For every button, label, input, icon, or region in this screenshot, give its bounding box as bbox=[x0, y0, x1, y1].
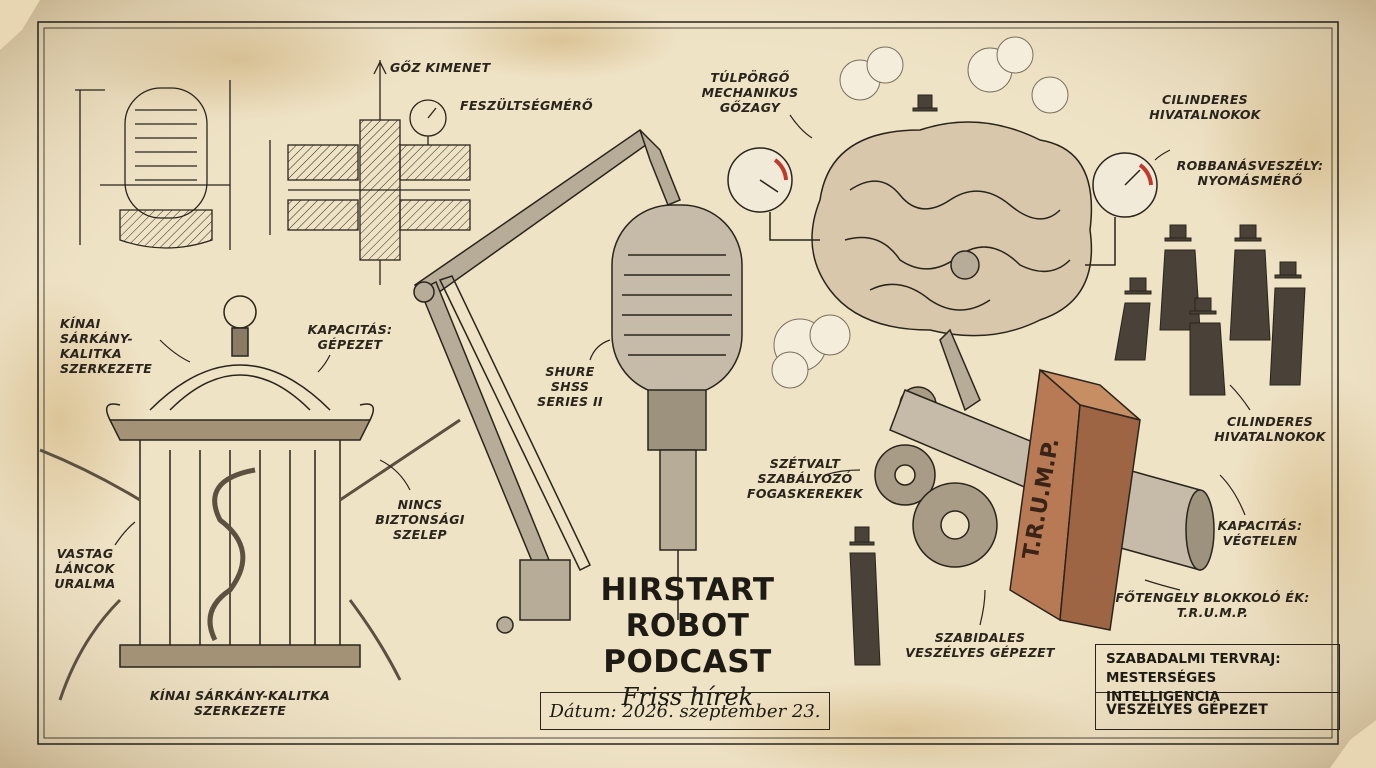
top-hat-officials bbox=[849, 94, 1306, 666]
steam-brain bbox=[811, 121, 1093, 412]
label-capacity-infinite: KAPACITÁS: VÉGTELEN bbox=[1217, 518, 1303, 548]
label-explosion-gauge: ROBBANÁSVESZÉLY: NYOMÁSMÉRŐ bbox=[1176, 158, 1324, 188]
label-top-hat-officials-top: CILINDERES HIVATALNOKOK bbox=[1149, 92, 1261, 122]
title-line-2: ROBOT PODCAST bbox=[603, 608, 772, 680]
title-subtitle: Friss hírek bbox=[621, 683, 754, 711]
plan-line-2: MESTERSÉGES INTELLIGENCIA bbox=[1106, 670, 1220, 705]
label-top-hat-officials-bottom: CILINDERES HIVATALNOKOK bbox=[1214, 414, 1326, 444]
label-cage-structure-bottom: KÍNAI SÁRKÁNY-KALITKA SZERKEZETE bbox=[149, 688, 331, 718]
label-shaft-wedge: FŐTENGELY BLOKKOLÓ ÉK: T.R.U.M.P. bbox=[1115, 590, 1310, 620]
boom-arm bbox=[413, 128, 681, 634]
label-broken-gears: SZÉTVALT SZABÁLYOZÓ FOGASKEREKEK bbox=[746, 456, 863, 501]
plan-header: SZABADALMI TERVRAJ: MESTERSÉGES INTELLIG… bbox=[1096, 645, 1339, 705]
frame-outer bbox=[37, 21, 1339, 745]
chains bbox=[39, 418, 461, 701]
dragon-cage bbox=[105, 295, 375, 668]
pressure-gauges bbox=[727, 147, 1158, 266]
label-capacity-machinery: KAPACITÁS: GÉPEZET bbox=[307, 322, 393, 352]
date-text: Dátum: 2026. szeptember 23. bbox=[549, 700, 821, 722]
plan-line-3: VESZÉLYES GÉPEZET bbox=[1106, 702, 1268, 718]
steam-clouds bbox=[771, 36, 1069, 389]
label-cage-structure-top: KÍNAI SÁRKÁNY- KALITKA SZERKEZETE bbox=[60, 316, 153, 376]
date-box: Dátum: 2026. szeptember 23. bbox=[540, 692, 830, 730]
vintage-microphone bbox=[611, 204, 743, 620]
callout-arrows bbox=[114, 114, 1251, 626]
label-steam-output: GŐZ KIMENET bbox=[390, 60, 491, 75]
label-no-safety-valve: NINCS BIZTONSÁGI SZELEP bbox=[375, 497, 465, 542]
mic-cross-section-drawing bbox=[75, 80, 231, 250]
patent-plan-box: SZABADALMI TERVRAJ: MESTERSÉGES INTELLIG… bbox=[1095, 644, 1340, 730]
label-thick-chains: VASTAG LÁNCOK URALMA bbox=[54, 546, 116, 591]
label-voltmeter: FESZÜLTSÉGMÉRŐ bbox=[460, 98, 593, 113]
title-line-1: HIRSTART bbox=[600, 572, 775, 608]
plan-line-1: SZABADALMI TERVRAJ: bbox=[1106, 651, 1281, 667]
label-overspun-brain: TÚLPÖRGŐ MECHANIKUS GŐZAGY bbox=[701, 70, 799, 115]
podcast-title-block: HIRSTART ROBOT PODCAST Friss hírek bbox=[540, 572, 835, 711]
steam-valve-drawing bbox=[269, 60, 471, 285]
label-dangerous-machinery: SZABIDALES VESZÉLYES GÉPEZET bbox=[905, 630, 1055, 660]
frame-inner bbox=[43, 27, 1333, 739]
label-microphone-model: SHURE SHSS SERIES II bbox=[537, 364, 603, 409]
